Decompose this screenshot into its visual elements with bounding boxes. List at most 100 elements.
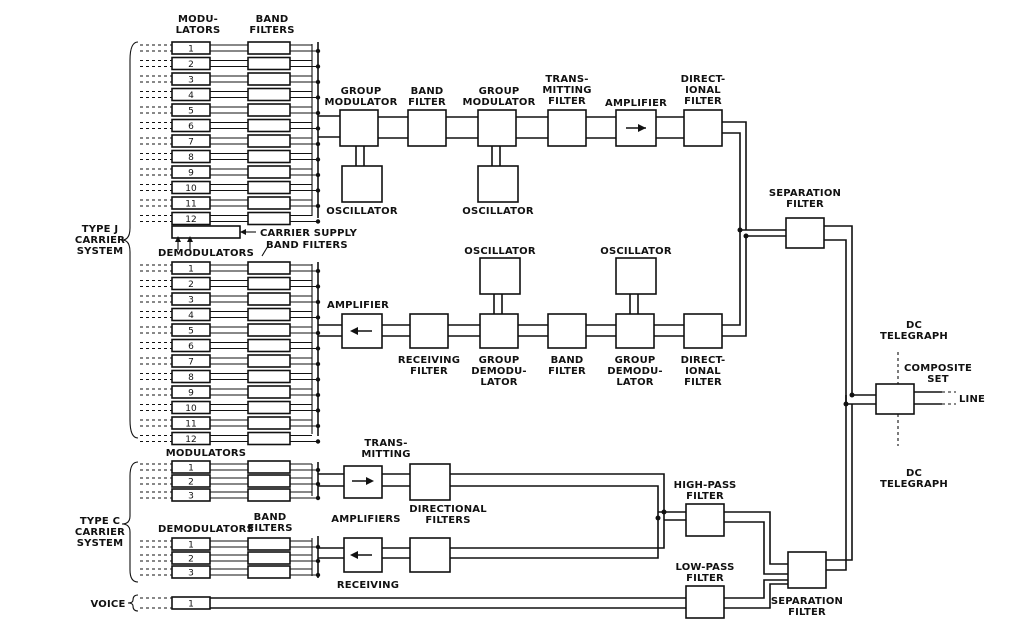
channel-link	[210, 326, 248, 334]
lp-to-sep2-link	[724, 579, 788, 609]
channel-input-leads	[140, 372, 172, 381]
channel-unit-box	[171, 338, 211, 353]
channel-bus-link	[290, 357, 318, 365]
channel-link	[210, 477, 248, 485]
c-amp-df-link	[382, 473, 410, 487]
channel-unit-box	[171, 551, 211, 565]
label-modulators: LATORS	[176, 25, 221, 36]
bf1-gm2-link	[446, 116, 478, 139]
label-directional-filter-tx: FILTER	[684, 96, 722, 107]
channel-input-leads	[140, 264, 172, 272]
label-receiving-c: RECEIVING	[337, 580, 399, 591]
label-oscillator-1: OSCILLATOR	[326, 206, 398, 217]
channel-link	[210, 59, 248, 68]
label-type-c: SYSTEM	[77, 538, 123, 549]
channel-bus-link	[290, 90, 318, 99]
label-type-j: SYSTEM	[77, 246, 123, 257]
channel-number: 4	[188, 311, 194, 321]
channel-unit-box	[171, 565, 211, 579]
channel-bus-link	[290, 463, 318, 471]
channel-input-leads	[140, 44, 172, 52]
channel-bus-link	[290, 137, 318, 145]
label-composite-set: SET	[927, 374, 948, 385]
channel-unit-box	[171, 537, 211, 551]
label-group-modulator-2: GROUP	[479, 86, 520, 97]
label-band-filters-top: FILTERS	[249, 25, 294, 36]
label-separation-filter-1: SEPARATION	[769, 188, 841, 199]
channel-number: 6	[188, 342, 194, 352]
line-leads	[914, 391, 942, 405]
band-filter-box	[247, 103, 291, 117]
osc3-link	[493, 294, 503, 314]
amp-df-link	[656, 116, 684, 139]
channel-link	[210, 463, 248, 471]
composite-set-box	[875, 383, 915, 415]
channel-input-leads	[140, 403, 172, 412]
channel-bus-link	[290, 434, 318, 443]
band-filter-box	[247, 261, 291, 275]
band-filter-2-box	[547, 313, 587, 349]
channel-bus-link	[290, 403, 318, 412]
label-group-demodulator-1: DEMODU-	[471, 366, 527, 377]
label-modulators-c: MODULATORS	[166, 448, 246, 459]
voice-line	[210, 597, 686, 609]
type-j-brace	[121, 41, 139, 439]
high-pass-filter-box	[685, 503, 725, 537]
label-modulators: MODU-	[178, 14, 218, 25]
channel-link	[210, 44, 248, 52]
channel-number: 5	[188, 327, 194, 337]
label-composite-set: COMPOSITE	[904, 363, 972, 374]
channel-input-leads	[140, 310, 172, 319]
band-filter-box	[247, 460, 291, 474]
channel-input-leads	[140, 183, 172, 192]
channel-input-leads	[140, 59, 172, 68]
label-type-c: CARRIER	[75, 527, 125, 538]
channel-number: 1	[188, 45, 194, 55]
band-filter-box	[247, 118, 291, 133]
channel-input-leads	[140, 214, 172, 223]
channel-link	[210, 554, 248, 562]
channel-input-leads	[140, 279, 172, 288]
junction-dot	[315, 219, 321, 224]
label-oscillator-4: OSCILLATOR	[600, 246, 672, 257]
band-filter-box	[247, 338, 291, 353]
c-mod-bus	[317, 462, 344, 498]
group-modulator-1-box	[339, 109, 379, 147]
type-c-modulator-bank: 123	[140, 460, 321, 502]
amplifier-rx-arrowhead-icon	[350, 327, 358, 335]
label-amplifiers-c: AMPLIFIERS	[331, 514, 400, 525]
channel-unit-box	[171, 460, 211, 474]
channel-unit-box	[171, 196, 211, 210]
channel-unit-box	[171, 385, 211, 399]
channel-number: 7	[188, 358, 194, 368]
channel-input-leads	[140, 168, 172, 176]
band-filter-box	[247, 537, 291, 551]
channel-unit-box	[171, 400, 211, 415]
channel-number: 1	[188, 541, 194, 551]
label-dc-telegraph-bottom: TELEGRAPH	[880, 479, 948, 490]
label-directional-filter-tx: DIRECT-	[681, 74, 726, 85]
band-filter-box	[247, 416, 291, 430]
channel-unit-box	[171, 369, 211, 384]
channel-unit-box	[171, 474, 211, 488]
channel-number: 11	[185, 200, 196, 210]
channel-number: 5	[188, 107, 194, 117]
channel-bus-link	[290, 59, 318, 68]
band-filter-box	[247, 385, 291, 399]
channel-bus-link	[290, 279, 318, 288]
c-directional-filter-rx-box	[409, 537, 451, 573]
label-transmitting-filter: MITTING	[542, 85, 591, 96]
voice-input-leads	[140, 597, 172, 609]
label-oscillator-3: OSCILLATOR	[464, 246, 536, 257]
type-c-brace	[121, 461, 139, 583]
label-demodulators-j: DEMODULATORS	[158, 248, 254, 259]
channel-unit-box	[171, 87, 211, 102]
channel-bus-link	[290, 121, 318, 130]
j-receive-bus	[317, 262, 342, 436]
channel-link	[210, 106, 248, 114]
rf-amp-link	[382, 324, 410, 337]
